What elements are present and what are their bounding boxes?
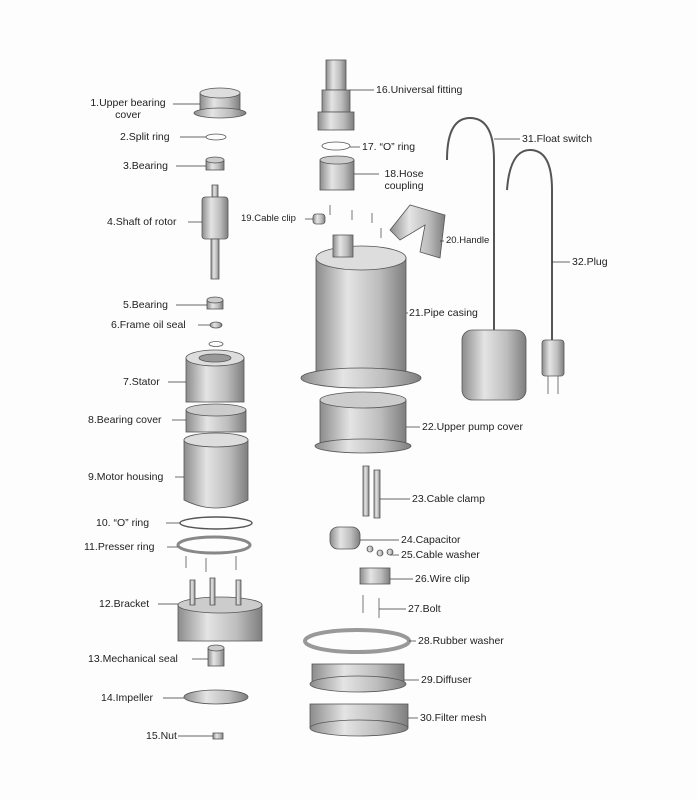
capacitor <box>329 526 361 550</box>
frame-oil-seal <box>209 321 223 329</box>
label-upper-pump-cover: 22.Upper pump cover <box>422 421 523 433</box>
label-impeller: 14.Impeller <box>101 692 153 704</box>
screws <box>329 205 382 238</box>
motor-housing <box>183 432 249 509</box>
stator <box>185 349 245 403</box>
label-cable-clip: 19.Cable clip <box>241 213 296 224</box>
label-stator: 7.Stator <box>123 376 160 388</box>
label-frame-oil-seal: 6.Frame oil seal <box>111 319 186 331</box>
cable-clip <box>312 213 326 225</box>
handle <box>389 204 446 259</box>
bearing-3 <box>205 156 225 171</box>
label-mechanical-seal: 13.Mechanical seal <box>88 653 178 665</box>
label-split-ring: 2.Split ring <box>120 131 170 143</box>
label-handle: 20.Handle <box>446 235 490 246</box>
plug <box>506 148 565 394</box>
label-bearing-5: 5.Bearing <box>123 299 168 311</box>
label-capacitor: 24.Capacitor <box>401 534 461 546</box>
mechanical-seal <box>207 644 225 667</box>
label-bearing-3: 3.Bearing <box>123 160 168 172</box>
label-bolt: 27.Bolt <box>408 603 441 615</box>
bearing-5 <box>206 296 224 310</box>
label-nut: 15.Nut <box>146 730 177 742</box>
label-filter-mesh: 30.Filter mesh <box>420 712 487 724</box>
label-upper-bearing-cover: 1.Upper bearing cover <box>90 97 166 121</box>
float-switch <box>446 116 527 401</box>
label-o-ring-17: 17. “O” ring <box>362 141 416 153</box>
split-ring <box>205 133 227 141</box>
upper-bearing-cover <box>193 87 247 119</box>
nut <box>212 732 224 740</box>
label-universal-fitting: 16.Universal fitting <box>376 84 463 96</box>
label-o-ring-10: 10. “O” ring <box>96 517 150 529</box>
shaft-of-rotor <box>201 184 229 280</box>
impeller <box>183 689 249 705</box>
presser-ring <box>176 535 252 572</box>
leader-lines <box>158 89 570 737</box>
upper-pump-cover <box>314 391 412 454</box>
diffuser <box>309 663 407 693</box>
cable-clamp <box>362 465 381 519</box>
label-bracket: 12.Bracket <box>99 598 150 610</box>
label-pipe-casing: 21.Pipe casing <box>409 307 478 319</box>
label-wire-clip: 26.Wire clip <box>415 573 470 585</box>
filter-mesh <box>309 703 409 737</box>
label-bearing-cover: 8.Bearing cover <box>88 414 162 426</box>
wire-clip <box>359 567 391 585</box>
bearing-cover <box>185 403 247 433</box>
bracket <box>177 577 263 642</box>
label-cable-washer: 25.Cable washer <box>401 549 480 561</box>
label-float-switch: 31.Float switch <box>522 133 593 145</box>
label-rubber-washer: 28.Rubber washer <box>418 635 504 647</box>
universal-fitting <box>317 59 355 131</box>
label-hose-coupling: 18.Hose coupling <box>384 168 424 192</box>
label-motor-housing: 9.Motor housing <box>88 471 164 483</box>
bolts <box>362 595 380 618</box>
o-ring-17 <box>321 141 351 151</box>
cable-washer <box>366 545 394 557</box>
rubber-washer <box>303 628 411 654</box>
label-shaft-of-rotor: 4.Shaft of rotor <box>107 216 177 228</box>
label-presser-ring: 11.Presser ring <box>84 541 155 553</box>
label-diffuser: 29.Diffuser <box>421 674 472 686</box>
label-plug: 32.Plug <box>572 256 608 268</box>
small-ring <box>208 341 224 347</box>
pipe-casing <box>300 234 422 389</box>
label-cable-clamp: 23.Cable clamp <box>412 493 485 505</box>
hose-coupling <box>319 155 355 191</box>
o-ring-10 <box>179 516 253 530</box>
